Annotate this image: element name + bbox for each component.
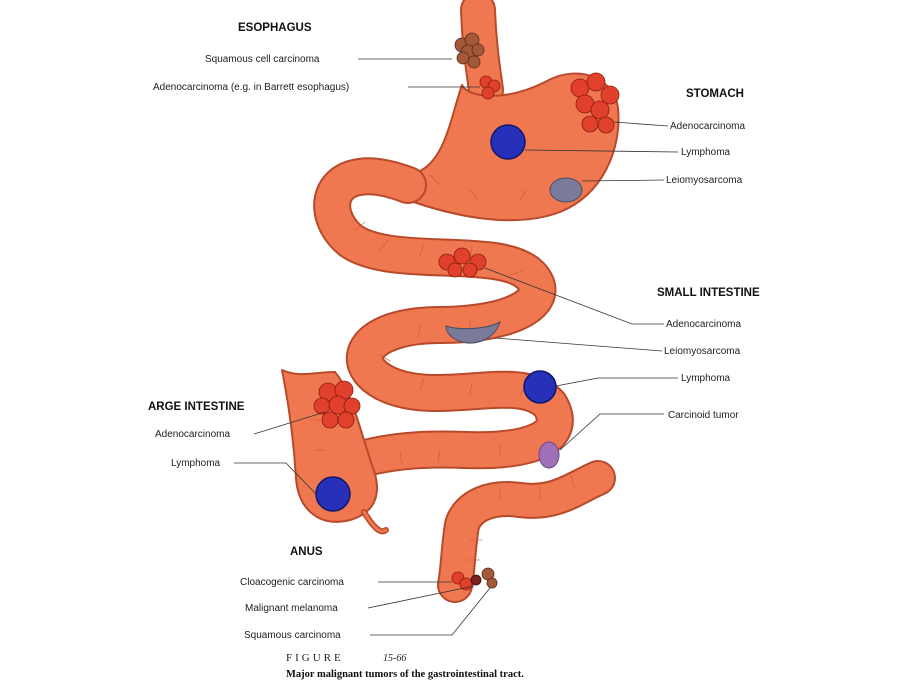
stomach-leiomyosarcoma [549, 177, 583, 203]
esophagus-adeno-tumor [479, 75, 501, 100]
anus-squamous-label: Squamous carcinoma [244, 630, 341, 641]
esophagus-squamous-label: Squamous cell carcinoma [205, 54, 320, 65]
li-adeno-label: Adenocarcinoma [155, 429, 230, 440]
tumors [313, 32, 620, 591]
esophagus-adeno-label: Adenocarcinoma (e.g. in Barrett esophagu… [153, 82, 349, 93]
stomach-lymphoma-label: Lymphoma [681, 147, 731, 158]
si-leiomyo-label: Leiomyosarcoma [664, 346, 741, 357]
si-leiomyosarcoma [445, 320, 501, 344]
si-lymphoma [523, 370, 557, 404]
li-lymphoma [315, 476, 351, 512]
si-lymphoma-label: Lymphoma [681, 373, 731, 384]
stomach-adeno-label: Adenocarcinoma [670, 121, 745, 132]
stomach-adeno-tumor [570, 72, 620, 134]
stomach-leiomyo-label: Leiomyosarcoma [666, 175, 743, 186]
esophagus-header: ESOPHAGUS [238, 22, 312, 34]
anus-header: ANUS [290, 546, 323, 558]
si-carcinoid-tumor [538, 441, 560, 469]
anus-cloacogenic-label: Cloacogenic carcinoma [240, 577, 344, 588]
esophagus-squamous-tumor [454, 32, 485, 69]
si-adeno-label: Adenocarcinoma [666, 319, 741, 330]
anus-melanoma-label: Malignant melanoma [245, 603, 338, 614]
li-adeno-tumor [313, 380, 361, 429]
si-adeno-tumor [438, 247, 487, 278]
li-lymphoma-label: Lymphoma [171, 458, 221, 469]
figure-number: 15-66 [383, 653, 406, 664]
leader-lines [234, 58, 679, 636]
stomach-lymphoma [490, 124, 526, 160]
figure-caption: FIGURE 15-66 Major malignant tumors of t… [286, 652, 524, 680]
labels: ESOPHAGUS Squamous cell carcinoma Adenoc… [148, 22, 760, 641]
stomach-header: STOMACH [686, 88, 744, 100]
si-carcinoid-label: Carcinoid tumor [668, 410, 739, 421]
large-intestine-header: ARGE INTESTINE [148, 401, 245, 413]
small-intestine-header: SMALL INTESTINE [657, 287, 760, 299]
figure-word: FIGURE [286, 652, 344, 664]
figure-caption-text: Major malignant tumors of the gastrointe… [286, 669, 524, 680]
